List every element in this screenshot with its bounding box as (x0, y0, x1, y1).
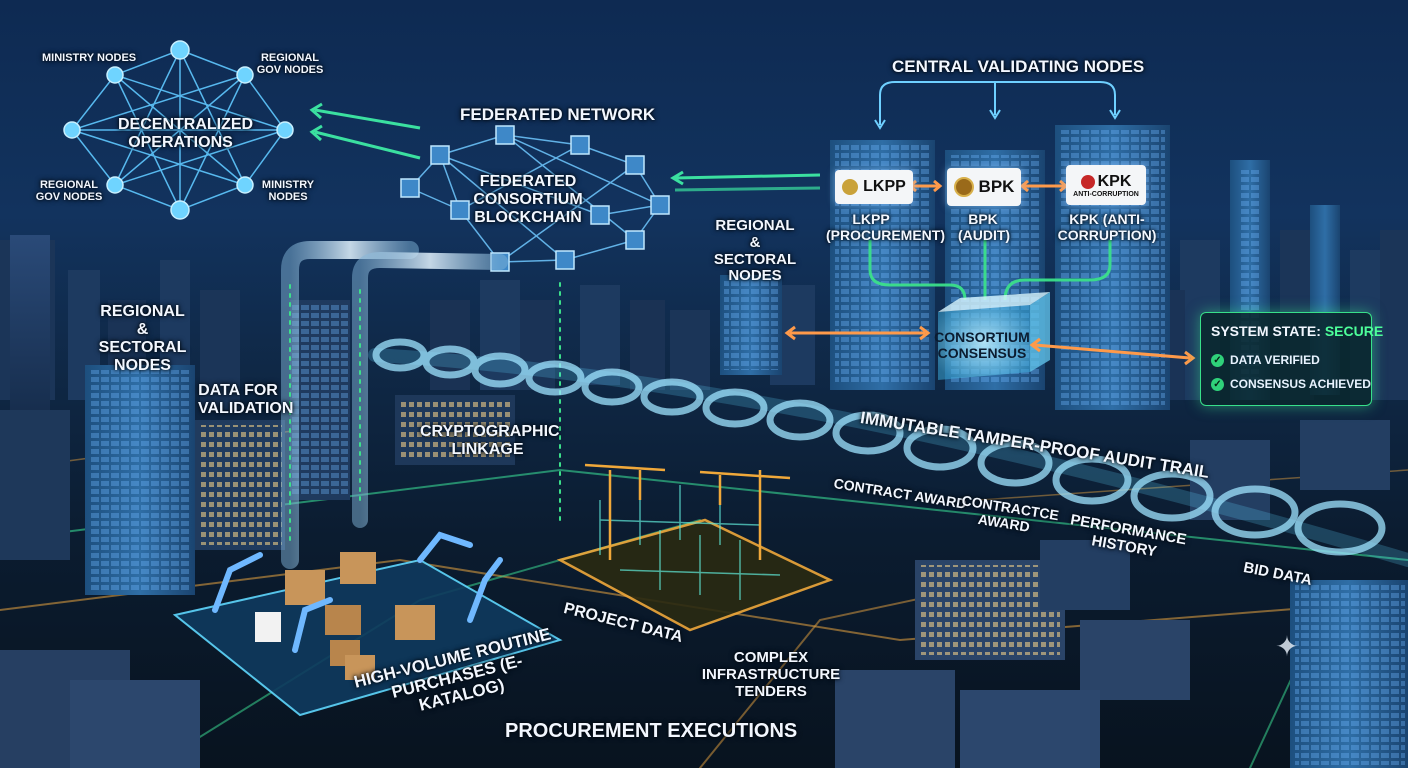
check-icon: ✓ (1211, 377, 1224, 391)
label-data-for-validation: DATA FOR VALIDATION (198, 382, 294, 417)
check-icon: ✓ (1211, 353, 1224, 367)
caption-bpk: BPK (AUDIT) (958, 211, 1011, 243)
lkpp-logo: LKPP (835, 170, 913, 204)
network-arrows (309, 102, 821, 192)
label-regional-nodes-top: REGIONAL GOV NODES (256, 52, 324, 77)
federated-graph (409, 134, 661, 263)
sparkle-icon: ✦ (1275, 630, 1299, 663)
validator-arrows (874, 81, 1121, 130)
label-cryptographic-linkage: CRYPTOGRAPHIC LINKAGE (420, 423, 560, 458)
garuda-icon (842, 179, 859, 195)
label-consortium-consensus: CONSORTIUM CONSENSUS (934, 329, 1030, 361)
ekatalog-platform (172, 531, 563, 717)
bpk-logo: BPK (947, 168, 1021, 206)
caption-lkpp: LKPP (PROCUREMENT) (826, 211, 945, 243)
kpk-emblem-icon (1080, 174, 1095, 189)
construction-site (556, 463, 834, 632)
label-ministry-nodes-top: MINISTRY NODES (42, 52, 137, 64)
consensus-cube (938, 292, 1050, 380)
label-complex-tenders: COMPLEX INFRASTRUCTURE TENDERS (701, 649, 841, 700)
label-procurement-executions: PROCUREMENT EXECUTIONS (505, 720, 798, 742)
caption-kpk: KPK (ANTI-CORRUPTION) (1057, 211, 1157, 243)
label-regional-nodes-bottom: REGIONAL GOV NODES (35, 179, 103, 204)
audit-chain (368, 338, 1408, 567)
data-pipes (281, 241, 568, 569)
consensus-feeds (868, 240, 1112, 301)
label-decentralized-operations: DECENTRALIZED OPERATIONS (118, 116, 254, 151)
label-regional-sectoral-mid: REGIONAL & SECTORAL NODES (713, 217, 797, 285)
federated-blocks (400, 125, 670, 272)
label-federated-blockchain: FEDERATED CONSORTIUM BLOCKCHAIN (473, 173, 583, 226)
kpk-logo: KPK ANTI-CORRUPTION (1066, 165, 1146, 205)
buildings-mid (0, 275, 1408, 768)
bpk-emblem-icon (953, 177, 974, 197)
status-title: SYSTEM STATE: SECURE (1211, 323, 1384, 339)
label-central-validating-nodes: CENTRAL VALIDATING NODES (892, 57, 1145, 76)
label-ministry-nodes-bottom: MINISTRY NODES (261, 179, 315, 204)
status-item-consensus-achieved: ✓ CONSENSUS ACHIEVED (1211, 377, 1371, 391)
label-regional-sectoral-left: REGIONAL & SECTORAL NODES (98, 303, 187, 374)
decentralized-nodes (63, 40, 294, 220)
system-status-panel: SYSTEM STATE: SECURE ✓ DATA VERIFIED ✓ C… (1200, 312, 1383, 406)
label-federated-network: FEDERATED NETWORK (460, 105, 656, 124)
status-item-data-verified: ✓ DATA VERIFIED (1211, 353, 1320, 367)
status-state: SECURE (1324, 323, 1384, 339)
